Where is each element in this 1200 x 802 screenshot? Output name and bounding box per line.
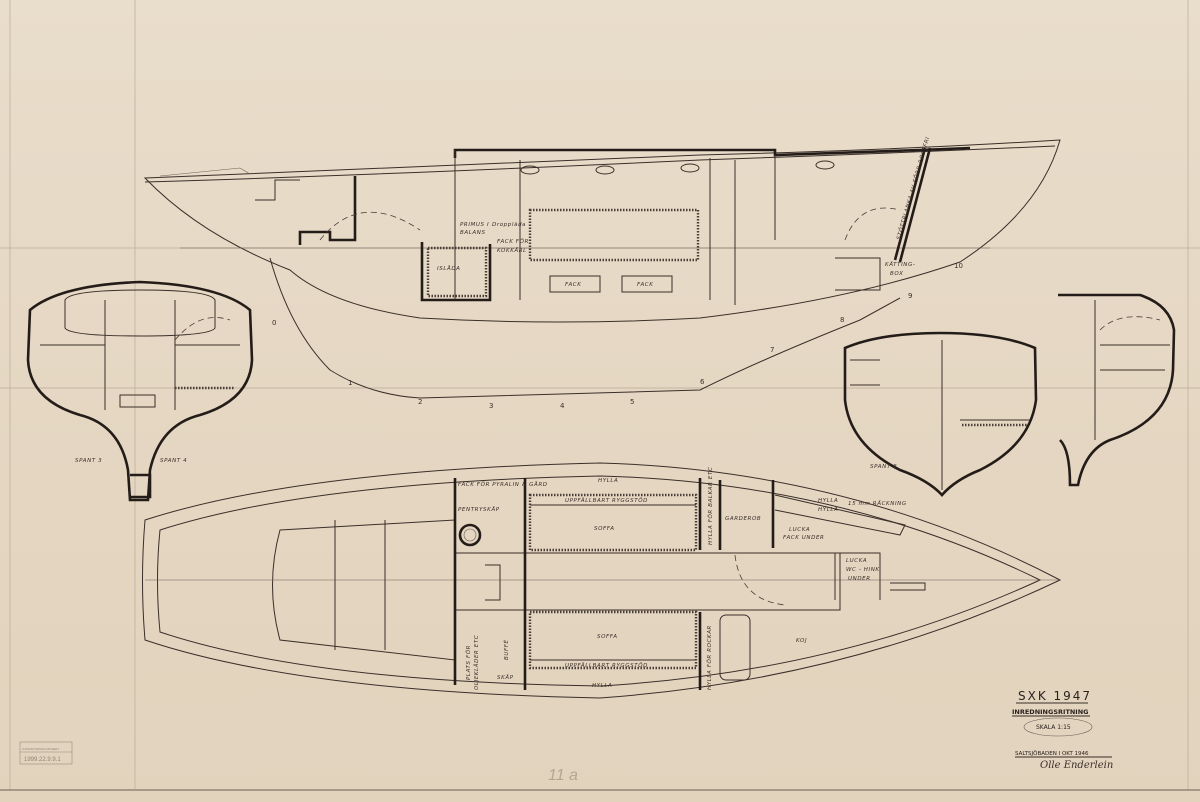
- label-hylla-15mm: 15 mm RÄCKNING: [848, 500, 907, 507]
- station-4: 4: [560, 402, 565, 410]
- label-pentry: PENTRYSKÅP: [458, 506, 500, 513]
- station-9: 9: [908, 292, 912, 300]
- stamp-line-1: SJÖHISTORISKA MUSEET: [22, 747, 59, 751]
- label-koj: KOJ: [796, 638, 807, 644]
- label-under: UNDER: [848, 576, 871, 582]
- title-block: SXK 1947 INREDNINGSRITNING SKALA 1:15 SA…: [1012, 689, 1113, 771]
- label-fack-under: FACK UNDER: [783, 535, 824, 541]
- station-3: 3: [489, 402, 493, 410]
- label-droppladа: Droppläda: [492, 222, 526, 228]
- drawing-scale: SKALA 1:15: [1036, 724, 1071, 731]
- label-soffa-bottom: SOFFA: [597, 634, 618, 640]
- station-numbers: 0 1 2 3 4 5 6 7 8 9 10: [272, 262, 963, 410]
- drawing-subtitle: INREDNINGSRITNING: [1012, 708, 1089, 716]
- label-balans: BALANS: [460, 230, 486, 236]
- label-garderob: GARDEROB: [725, 516, 761, 522]
- profile-view: PRIMUS I BALANS Droppläda FACK FÖR KOKKÄ…: [143, 136, 1061, 410]
- designer-signature: Olle Enderlein: [1040, 760, 1113, 771]
- label-box: BOX: [890, 271, 904, 277]
- label-fack-pyralin: FACK FÖR PYRALIN & GÅRD: [458, 481, 548, 488]
- drawing-title: SXK 1947: [1018, 689, 1092, 703]
- label-islada: ISLÅDA: [437, 265, 461, 272]
- label-wc-hink: WC - HINK: [846, 567, 880, 573]
- label-spant-8: SPANT 8: [870, 464, 897, 470]
- plan-view: HYLLA FACK FÖR PYRALIN & GÅRD UPPFÄLLBAR…: [142, 462, 1062, 699]
- station-0: 0: [272, 319, 276, 327]
- label-fack-1: FACK: [565, 282, 581, 288]
- station-5: 5: [630, 398, 634, 406]
- station-6: 6: [700, 378, 705, 386]
- label-soffa-top: SOFFA: [594, 526, 615, 532]
- label-katting: KÄTTING-: [885, 261, 915, 268]
- label-fack-for: FACK FÖR: [497, 238, 529, 245]
- station-1: 1: [348, 379, 352, 387]
- section-spant-8: SPANT 8: [843, 331, 1038, 497]
- station-7: 7: [770, 346, 774, 354]
- pencil-note: 11 a: [548, 767, 578, 784]
- museum-stamp: SJÖHISTORISKA MUSEET 1999.22.9.9.1: [19, 741, 73, 765]
- label-kokkarl: KOKKÄRL: [497, 247, 527, 254]
- label-hylla-2: HYLLA: [818, 507, 838, 513]
- label-plats-for: PLATS FÖR: [465, 645, 472, 680]
- label-spant-3: SPANT 3: [75, 458, 102, 464]
- label-skap: SKÅP: [497, 674, 514, 681]
- label-hylla-balkar: HYLLA FÖR BALKAR ETC: [707, 467, 714, 545]
- station-8: 8: [840, 316, 844, 324]
- section-partial-right: [1058, 293, 1176, 487]
- stamp-line-2: 1999.22.9.9.1: [24, 757, 61, 763]
- section-spant-3-4: SPANT 3 SPANT 4: [26, 280, 254, 502]
- label-primus: PRIMUS I: [460, 222, 489, 228]
- label-spant-4: SPANT 4: [160, 458, 187, 464]
- label-uppfallbart-bottom: UPPFÄLLBART RYGGSTÖD: [565, 662, 648, 669]
- label-lucka-1: LUCKA: [789, 527, 810, 533]
- label-fack-2: FACK: [637, 282, 653, 288]
- label-oljeklader: OLJEKLÄDER ETC: [473, 635, 480, 690]
- label-uppfallbart-top: UPPFÄLLBART RYGGSTÖD: [565, 497, 648, 504]
- label-hylla-rockar: HYLLA FÖR ROCKAR: [706, 625, 713, 690]
- label-hylla-bottom: HYLLA: [592, 683, 612, 689]
- label-lucka-2: LUCKA: [846, 558, 867, 564]
- station-10: 10: [954, 262, 963, 270]
- label-hylla-top: HYLLA: [598, 478, 618, 484]
- label-buffe: BUFFÉ: [502, 639, 510, 660]
- station-2: 2: [418, 398, 422, 406]
- drawing-place-date: SALTSJÖBADEN I OKT 1946: [1015, 750, 1089, 757]
- label-hylla-1: HYLLA: [818, 498, 838, 504]
